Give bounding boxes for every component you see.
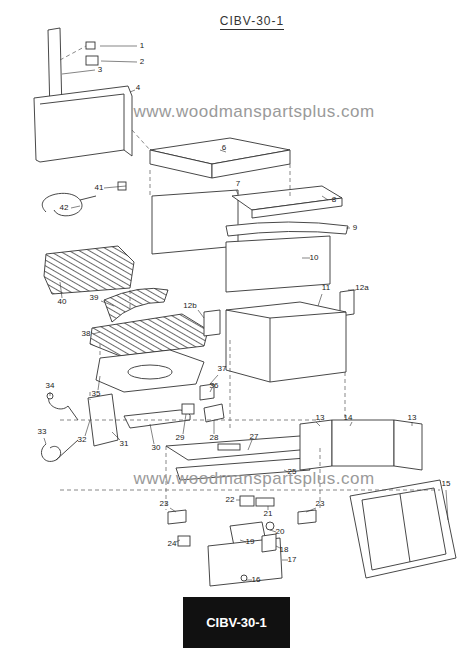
callout-number: 29 xyxy=(176,434,185,442)
callout-number: 38 xyxy=(82,330,91,338)
callout-number: 34 xyxy=(46,382,55,390)
watermark: www.woodmanspartsplus.com xyxy=(133,470,374,487)
callout-number: 17 xyxy=(288,556,297,564)
callout-number: 30 xyxy=(152,444,161,452)
callout-number: 13 xyxy=(408,414,417,422)
callout-number: 27 xyxy=(250,433,259,441)
callout-number: 41 xyxy=(95,184,104,192)
callout-number: 31 xyxy=(120,440,129,448)
callout-number: 32 xyxy=(78,436,87,444)
callout-number: 6 xyxy=(222,144,226,152)
callout-number: 23 xyxy=(160,500,169,508)
callout-number: 10 xyxy=(310,254,319,262)
callout-number: 13 xyxy=(316,414,325,422)
callout-number: 23 xyxy=(316,500,325,508)
callout-number: 35 xyxy=(92,390,101,398)
callout-number: 39 xyxy=(90,294,99,302)
diagram-title: CIBV-30-1 xyxy=(220,14,284,30)
callout-number: 4 xyxy=(136,84,140,92)
callout-number: 16 xyxy=(252,576,261,584)
plate-text: CIBV-30-1 xyxy=(206,615,267,630)
callout-number: 15 xyxy=(442,480,451,488)
callout-number: 40 xyxy=(58,298,67,306)
callout-number: 37 xyxy=(218,365,227,373)
callout-number: 18 xyxy=(280,546,289,554)
callout-number: 9 xyxy=(353,224,357,232)
callout-number: 42 xyxy=(60,204,69,212)
callout-number: 14 xyxy=(344,414,353,422)
callout-number: 24 xyxy=(168,540,177,548)
watermark: www.woodmanspartsplus.com xyxy=(133,103,374,120)
callout-number: 12a xyxy=(355,284,368,292)
callout-number: 19 xyxy=(246,538,255,546)
callout-number: 11 xyxy=(322,284,330,292)
callout-number: 33 xyxy=(38,428,47,436)
callout-number: 12b xyxy=(183,302,196,310)
callout-number: 1 xyxy=(140,42,144,50)
callout-number: 28 xyxy=(210,434,219,442)
callout-number: 20 xyxy=(276,528,285,536)
callout-number: 22 xyxy=(226,496,235,504)
callout-number: 21 xyxy=(264,510,273,518)
callout-number: 36 xyxy=(210,382,219,390)
callout-number: 3 xyxy=(98,66,102,74)
callout-number: 2 xyxy=(140,58,144,66)
callout-number: 8 xyxy=(332,196,336,204)
title-plate: CIBV-30-1 xyxy=(183,597,290,648)
callout-number: 7 xyxy=(236,180,240,188)
